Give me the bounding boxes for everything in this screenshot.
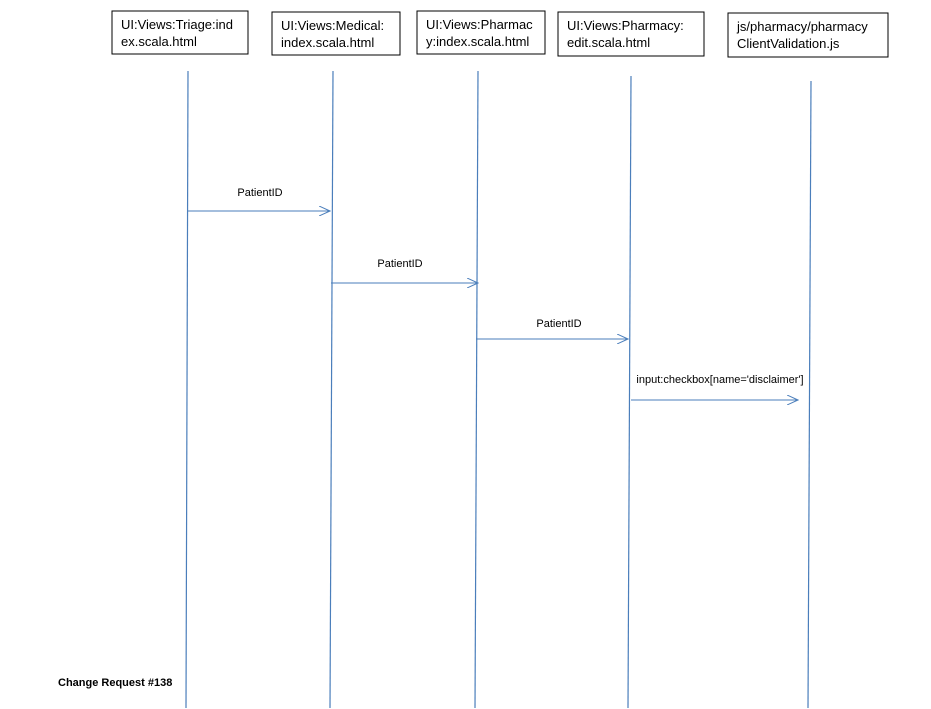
lifeline-medical — [329, 70, 334, 709]
participant-box — [111, 10, 249, 55]
participant-label-line2: edit.scala.html — [567, 35, 650, 50]
participant-box — [271, 11, 401, 56]
participant-box — [727, 12, 889, 58]
lifeline-pharmacy-edit — [627, 75, 632, 709]
message-label: PatientID — [377, 258, 422, 270]
message-pharmacy-edit-to-client-validation: input:checkbox[name='disclaimer'] — [631, 374, 804, 400]
messages: PatientID PatientID PatientID input:checkbo… — [188, 187, 804, 400]
message-triage-to-medical: PatientID — [188, 187, 330, 211]
participant-label-line2: ClientValidation.js — [737, 36, 840, 51]
participant-label-line2: index.scala.html — [281, 35, 374, 50]
participants: UI:Views:Triage:index.scala.htmlUI:Views… — [111, 10, 889, 58]
lifelines — [185, 70, 812, 709]
participant-box — [557, 11, 705, 57]
participant-pharmacy-edit: UI:Views:Pharmacy: edit.scala.html — [557, 11, 705, 57]
message-label: PatientID — [237, 187, 282, 199]
lifeline-triage — [185, 70, 189, 709]
message-pharmacy-index-to-pharmacy-edit: PatientID — [476, 318, 628, 339]
participant-label-line1: UI:Views:Pharmacy: — [567, 18, 684, 33]
message-label: PatientID — [536, 318, 581, 330]
participant-pharmacy-index: UI:Views:Pharmac y:index.scala.html — [416, 10, 546, 55]
lifeline-pharmacy-index — [474, 70, 479, 709]
participant-label-line1: UI:Views:Triage:ind — [121, 17, 233, 32]
participant-triage: UI:Views:Triage:ind ex.scala.html — [111, 10, 249, 55]
participant-label-line1: UI:Views:Medical: — [281, 18, 384, 33]
change-request-note: Change Request #138 — [58, 677, 173, 689]
participant-label-line2: y:index.scala.html — [426, 34, 529, 49]
message-medical-to-pharmacy-index: PatientID — [331, 258, 478, 283]
participant-label-line1: UI:Views:Pharmac — [426, 17, 533, 32]
participant-label-line1: js/pharmacy/pharmacy — [736, 19, 868, 34]
message-label: input:checkbox[name='disclaimer'] — [636, 374, 803, 386]
participant-medical: UI:Views:Medical: index.scala.html — [271, 11, 401, 56]
lifeline-client-validation — [807, 80, 812, 709]
participant-box — [416, 10, 546, 55]
participant-label-line2: ex.scala.html — [121, 34, 197, 49]
